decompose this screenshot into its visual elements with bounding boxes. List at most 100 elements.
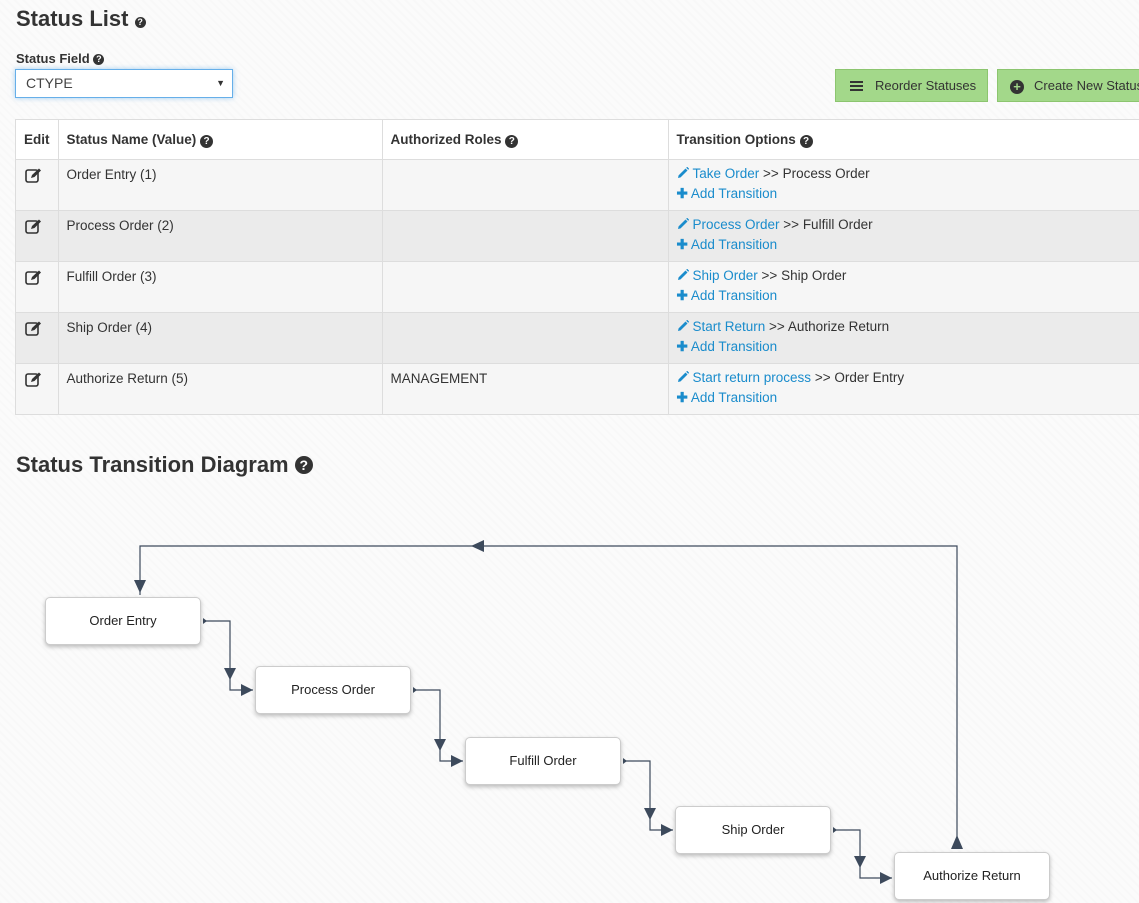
- create-new-status-button[interactable]: +Create New Status: [997, 69, 1139, 102]
- help-icon[interactable]: ?: [134, 17, 146, 28]
- arrow-right-icon: [241, 684, 253, 696]
- arrow-down-icon: [854, 856, 866, 868]
- transition-link[interactable]: Ship Order: [692, 268, 758, 283]
- edit-cell: [15, 210, 59, 262]
- reorder-statuses-button[interactable]: Reorder Statuses: [835, 69, 988, 102]
- header-transition-options-text: Transition Options: [676, 131, 796, 147]
- transition-target: >> Authorize Return: [769, 319, 890, 334]
- status-name-cell: Authorize Return (5): [57, 363, 383, 415]
- status-table: Edit Status Name (Value) ? Authorized Ro…: [15, 119, 1139, 415]
- chevron-down-icon: ▼: [216, 78, 225, 88]
- arrow-right-icon: [451, 755, 463, 767]
- arrow-up-icon: [951, 835, 963, 849]
- add-transition-link[interactable]: ✚Add Transition: [677, 184, 1139, 204]
- authorized-roles-cell: [381, 210, 669, 262]
- diagram-node[interactable]: Ship Order: [675, 806, 831, 854]
- transition-item: Process Order >> Fulfill Order: [677, 215, 1139, 235]
- transition-connector: [203, 620, 253, 691]
- transition-link[interactable]: Process Order: [692, 217, 780, 232]
- edit-icon[interactable]: [24, 270, 42, 290]
- pencil-icon: [677, 217, 693, 232]
- header-edit-text: Edit: [24, 132, 50, 147]
- authorized-roles-cell: [381, 159, 669, 211]
- transition-item: Start Return >> Authorize Return: [677, 317, 1139, 337]
- arrow-down-icon: [434, 739, 446, 751]
- help-icon[interactable]: ?: [93, 54, 105, 65]
- transition-link[interactable]: Start return process: [692, 370, 812, 385]
- transition-target: >> Fulfill Order: [783, 217, 873, 232]
- header-authorized-roles-text: Authorized Roles: [390, 131, 502, 147]
- status-name: Order Entry (1): [66, 167, 157, 182]
- edit-cell: [15, 261, 59, 313]
- help-icon[interactable]: ?: [799, 134, 813, 148]
- status-field-select[interactable]: CTYPE ▼: [15, 69, 233, 98]
- help-icon[interactable]: ?: [200, 134, 214, 148]
- port-icon: [623, 758, 627, 764]
- transition-target: >> Process Order: [763, 166, 870, 181]
- page-title-text: Status List: [16, 6, 129, 31]
- diagram-node[interactable]: Fulfill Order: [465, 737, 621, 785]
- table-header-row: Edit Status Name (Value) ? Authorized Ro…: [15, 119, 1139, 160]
- transition-item: Ship Order >> Ship Order: [677, 266, 1139, 286]
- status-name-cell: Ship Order (4): [57, 312, 383, 364]
- plus-icon: ✚: [676, 339, 688, 354]
- plus-icon: ✚: [676, 186, 688, 201]
- reorder-statuses-label: Reorder Statuses: [875, 78, 977, 93]
- transition-options-cell: Start Return >> Authorize Return✚Add Tra…: [667, 312, 1139, 364]
- pencil-icon: [677, 166, 693, 181]
- plus-circle-icon: +: [1010, 80, 1024, 94]
- help-icon[interactable]: ?: [505, 134, 519, 148]
- page-title: Status List ?: [16, 6, 146, 32]
- list-icon: [850, 81, 863, 91]
- status-field-label: Status Field ?: [16, 51, 105, 66]
- pencil-icon: [677, 319, 693, 334]
- transition-options-cell: Start return process >> Order Entry✚Add …: [667, 363, 1139, 415]
- edit-icon[interactable]: [24, 321, 42, 341]
- table-row: Ship Order (4) Start Return >> Authorize …: [15, 312, 1139, 364]
- arrow-right-icon: [661, 824, 673, 836]
- diagram-title: Status Transition Diagram ?: [16, 452, 313, 478]
- edit-cell: [15, 159, 59, 211]
- transition-item: Start return process >> Order Entry: [677, 368, 1139, 388]
- transition-link[interactable]: Take Order: [692, 166, 760, 181]
- arrow-down-icon: [134, 580, 146, 593]
- diagram-node[interactable]: Process Order: [255, 666, 411, 714]
- status-name: Authorize Return (5): [66, 371, 189, 386]
- add-transition-link[interactable]: ✚Add Transition: [677, 286, 1139, 306]
- add-transition-label: Add Transition: [690, 237, 778, 252]
- table-row: Process Order (2) Process Order >> Fulfil…: [15, 210, 1139, 262]
- add-transition-link[interactable]: ✚Add Transition: [677, 235, 1139, 255]
- status-name: Fulfill Order (3): [66, 269, 157, 284]
- diagram-node[interactable]: Order Entry: [45, 597, 201, 645]
- transition-link[interactable]: Start Return: [692, 319, 766, 334]
- status-name: Process Order (2): [66, 218, 174, 233]
- diagram-title-text: Status Transition Diagram: [16, 452, 289, 477]
- authorized-roles-cell: MANAGEMENT: [381, 363, 669, 415]
- edit-icon[interactable]: [24, 219, 42, 239]
- transition-connector: [413, 689, 463, 762]
- add-transition-link[interactable]: ✚Add Transition: [677, 388, 1139, 408]
- transition-target: >> Order Entry: [814, 370, 905, 385]
- table-row: Order Entry (1) Take Order >> Process Ord…: [15, 159, 1139, 211]
- add-transition-label: Add Transition: [690, 288, 778, 303]
- plus-icon: ✚: [676, 288, 688, 303]
- edit-icon[interactable]: [24, 372, 42, 392]
- transition-connector: [623, 760, 673, 831]
- port-icon: [413, 687, 417, 693]
- arrow-down-icon: [224, 668, 236, 680]
- transition-options-cell: Take Order >> Process Order ✚Add Transiti…: [667, 159, 1139, 211]
- status-name: Ship Order (4): [66, 320, 153, 335]
- help-icon[interactable]: ?: [294, 456, 313, 474]
- arrow-left-icon: [471, 540, 484, 552]
- add-transition-label: Add Transition: [690, 390, 778, 405]
- plus-icon: ✚: [676, 237, 688, 252]
- add-transition-link[interactable]: ✚Add Transition: [677, 337, 1139, 357]
- add-transition-label: Add Transition: [690, 339, 778, 354]
- diagram-connectors: [134, 540, 963, 884]
- header-edit: Edit: [15, 119, 59, 160]
- edit-icon[interactable]: [24, 168, 42, 188]
- status-name-cell: Order Entry (1): [57, 159, 383, 211]
- authorized-roles-cell: [381, 261, 669, 313]
- diagram-node[interactable]: Authorize Return: [894, 852, 1050, 900]
